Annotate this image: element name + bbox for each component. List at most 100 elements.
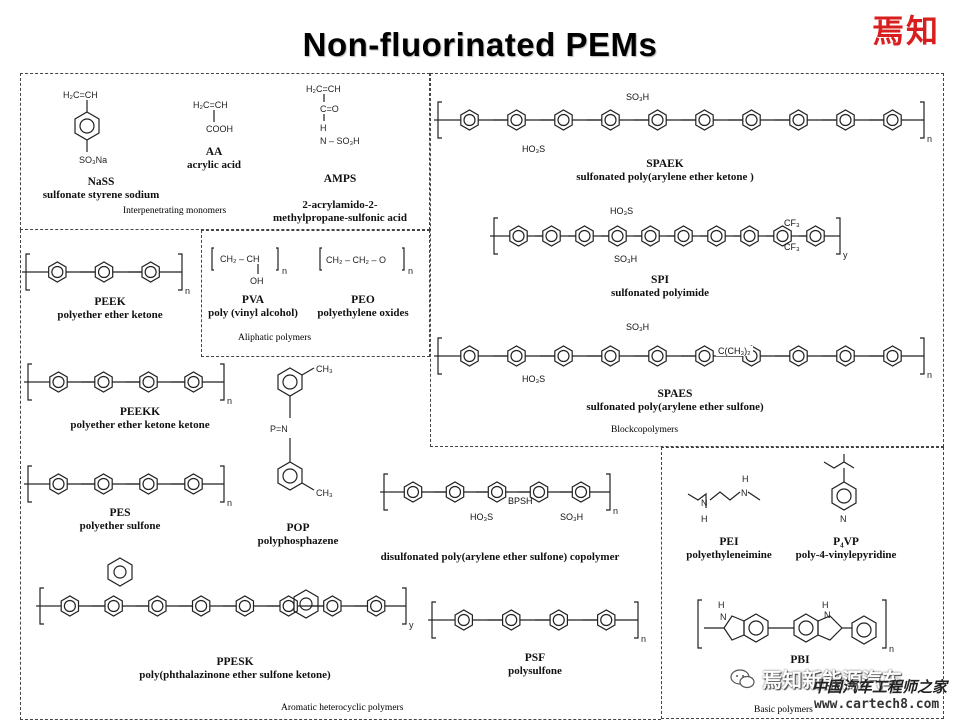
pei-structure: N H N H bbox=[684, 474, 774, 524]
repeat-subscript: n bbox=[613, 506, 618, 516]
benzene-ring bbox=[572, 482, 589, 502]
spi-cf3-top: CF₃ bbox=[784, 218, 800, 228]
benzene-ring bbox=[461, 346, 478, 366]
bpsh-ho3s: HO₃S bbox=[470, 512, 494, 522]
benzene-ring bbox=[774, 226, 791, 246]
benzene-ring bbox=[530, 482, 547, 502]
pei-n2: N bbox=[741, 488, 748, 498]
spi-label: SPI sulfonated polyimide bbox=[580, 274, 740, 300]
amps-label: AMPS 2-acrylamido-2- methylpropane-sulfo… bbox=[255, 160, 425, 225]
benzene-ring bbox=[404, 482, 421, 502]
pbi-n-sub: n bbox=[889, 644, 894, 654]
amps-h-text: H bbox=[320, 123, 327, 133]
aromatic-circle bbox=[108, 601, 119, 612]
aa-vinyl-text: H₂C=CH bbox=[193, 100, 228, 110]
section-label-block: Blockcopolymers bbox=[611, 425, 679, 435]
pop-structure: CH₃ P=N CH₃ bbox=[270, 364, 333, 498]
pva-oh-text: OH bbox=[250, 276, 264, 286]
spi-so3h: SO₃H bbox=[614, 254, 638, 264]
benzene-ring bbox=[550, 610, 567, 630]
aromatic-circle bbox=[840, 351, 851, 362]
p4vp-name: poly-4-vinylepyridine bbox=[795, 549, 897, 561]
spaes-cme: C(CH₃)₂ bbox=[716, 346, 753, 356]
aromatic-circle bbox=[576, 487, 587, 498]
pei-h2: H bbox=[742, 474, 749, 484]
aromatic-circle bbox=[188, 377, 199, 388]
peo-abbr: PEO bbox=[351, 294, 375, 306]
peekk-structure: n bbox=[24, 358, 232, 406]
page-title: Non-fluorinated PEMs bbox=[302, 26, 658, 63]
ppesk-structure: y bbox=[36, 582, 414, 630]
aromatic-circle bbox=[145, 267, 156, 278]
benzene-ring bbox=[140, 372, 157, 392]
repeat-subscript: y bbox=[843, 250, 848, 260]
aa-carboxyl-text: COOH bbox=[206, 124, 233, 134]
bpsh-label: disulfonated poly(arylene ether sulfone)… bbox=[360, 551, 640, 564]
repeat-subscript: y bbox=[409, 620, 414, 630]
bracket-right bbox=[402, 588, 406, 624]
peo-chain-text: CH₂ – CH₂ – O bbox=[326, 255, 386, 265]
aromatic-circle bbox=[699, 351, 710, 362]
aa-structure: H₂C=CH COOH bbox=[193, 100, 233, 134]
benzene-ring bbox=[675, 226, 692, 246]
pei-h1: H bbox=[701, 514, 708, 524]
nass-structure: H₂C=CH SO₃Na bbox=[63, 90, 107, 165]
peo-structure: CH₂ – CH₂ – O n bbox=[316, 246, 413, 276]
spaek-ho3s: HO₃S bbox=[522, 144, 546, 154]
aromatic-circle bbox=[711, 231, 722, 242]
benzene-ring bbox=[236, 596, 253, 616]
aromatic-circle bbox=[612, 231, 623, 242]
benzene-ring bbox=[642, 226, 659, 246]
section-label-aliphatic: Aliphatic polymers bbox=[238, 333, 312, 343]
benzene-ring bbox=[455, 610, 472, 630]
benzene-ring bbox=[510, 226, 527, 246]
wechat-icon bbox=[730, 669, 755, 689]
pbi-h2: H bbox=[822, 600, 829, 610]
aromatic-circle bbox=[793, 351, 804, 362]
aromatic-circle bbox=[188, 479, 199, 490]
amps-name: 2-acrylamido-2- methylpropane-sulfonic a… bbox=[273, 199, 407, 224]
benzene-ring bbox=[602, 346, 619, 366]
benzene-ring bbox=[95, 372, 112, 392]
benzene-ring bbox=[543, 226, 560, 246]
benzene-ring bbox=[142, 262, 159, 282]
ppesk-label: PPESK poly(phthalazinone ether sulfone k… bbox=[110, 656, 360, 682]
amps-structure: H₂C=CH C=O H N – SO₃H bbox=[306, 84, 360, 146]
section-label-interpenetrating: Interpenetrating monomers bbox=[123, 206, 227, 216]
benzene-ring bbox=[609, 226, 626, 246]
aa-name: acrylic acid bbox=[186, 159, 242, 171]
peekk-label: PEEKK polyether ether ketone ketone bbox=[40, 406, 240, 432]
spi-cf3-bottom: CF₃ bbox=[784, 242, 800, 252]
benzene-ring bbox=[790, 110, 807, 130]
aromatic-circle bbox=[506, 615, 517, 626]
aromatic-circle bbox=[579, 231, 590, 242]
spaes-abbr: SPAES bbox=[657, 388, 693, 400]
bracket-right bbox=[634, 602, 638, 638]
pes-name: polyether sulfone bbox=[79, 520, 161, 532]
bracket-right bbox=[178, 254, 182, 290]
aromatic-circle bbox=[558, 351, 569, 362]
benzene-ring bbox=[837, 346, 854, 366]
pop-core-text: P=N bbox=[270, 424, 288, 434]
aromatic-circle bbox=[143, 377, 154, 388]
spi-abbr: SPI bbox=[651, 274, 669, 286]
benzene-ring bbox=[598, 610, 615, 630]
benzene-ring bbox=[884, 110, 901, 130]
pop-name: polyphosphazene bbox=[257, 535, 339, 547]
watermark-brand: 焉知新能源汽车 bbox=[762, 668, 902, 692]
aromatic-circle bbox=[513, 231, 524, 242]
section-label-aromatic: Aromatic heterocyclic polymers bbox=[281, 703, 404, 713]
aromatic-circle bbox=[464, 115, 475, 126]
aromatic-circle bbox=[678, 231, 689, 242]
ppesk-phthalazinone-right bbox=[286, 588, 326, 628]
pva-abbr: PVA bbox=[241, 294, 265, 306]
aromatic-circle bbox=[793, 115, 804, 126]
pva-name: poly (vinyl alcohol) bbox=[208, 307, 298, 319]
psf-structure: n bbox=[428, 596, 646, 644]
aromatic-circle bbox=[371, 601, 382, 612]
aromatic-circle bbox=[53, 377, 64, 388]
peek-name: polyether ether ketone bbox=[57, 309, 163, 321]
interpenetrating-box bbox=[20, 73, 430, 230]
aromatic-circle bbox=[699, 115, 710, 126]
benzene-ring bbox=[790, 346, 807, 366]
